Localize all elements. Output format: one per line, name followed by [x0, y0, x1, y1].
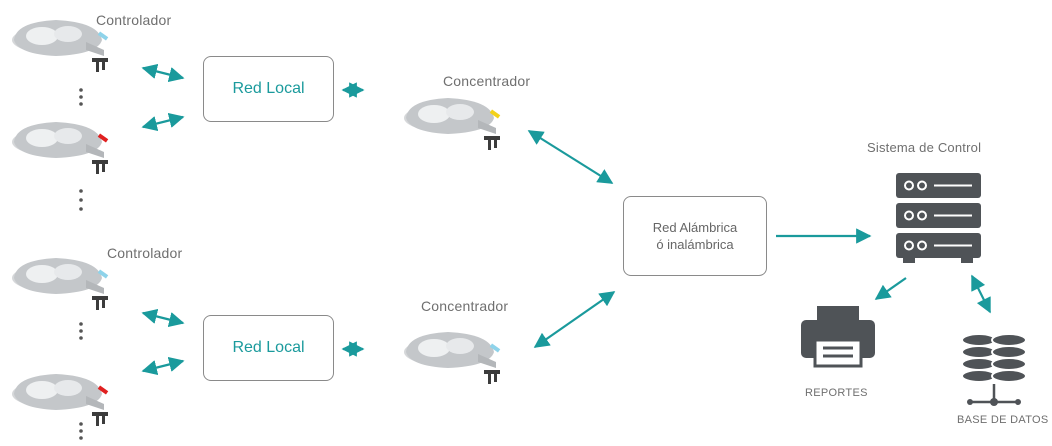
- red-local-box: Red Local: [203, 56, 334, 122]
- red-alambrica-line1: Red Alámbrica: [652, 220, 738, 235]
- base-de-datos-label: BASE DE DATOS: [957, 414, 1049, 426]
- concentrador-label: Concentrador: [421, 298, 509, 314]
- printer-icon: [801, 306, 875, 368]
- street-light-icon: [12, 374, 109, 426]
- street-light-icon: [404, 98, 501, 150]
- server-icon: [896, 173, 981, 263]
- red-alambrica-line2: ó inalámbrica: [656, 237, 734, 252]
- red-local-label: Red Local: [232, 339, 305, 356]
- red-local-box: Red Local: [203, 315, 334, 381]
- street-light-icon: [12, 258, 109, 310]
- database-icon: [961, 333, 1027, 406]
- reportes-label: REPORTES: [805, 387, 868, 399]
- sistema-de-control-label: Sistema de Control: [867, 140, 982, 155]
- ellipsis-dots: [79, 88, 83, 440]
- red-local-label: Red Local: [232, 80, 305, 97]
- connection-arrows: [141, 63, 991, 376]
- street-light-icon: [12, 122, 109, 174]
- concentrador-label: Concentrador: [443, 73, 531, 89]
- red-alambrica-box: Red Alámbrica ó inalámbrica: [623, 196, 767, 276]
- street-light-icon: [12, 20, 109, 72]
- controlador-label: Controlador: [107, 245, 183, 261]
- controlador-label: Controlador: [96, 12, 172, 28]
- street-light-icon: [404, 332, 501, 384]
